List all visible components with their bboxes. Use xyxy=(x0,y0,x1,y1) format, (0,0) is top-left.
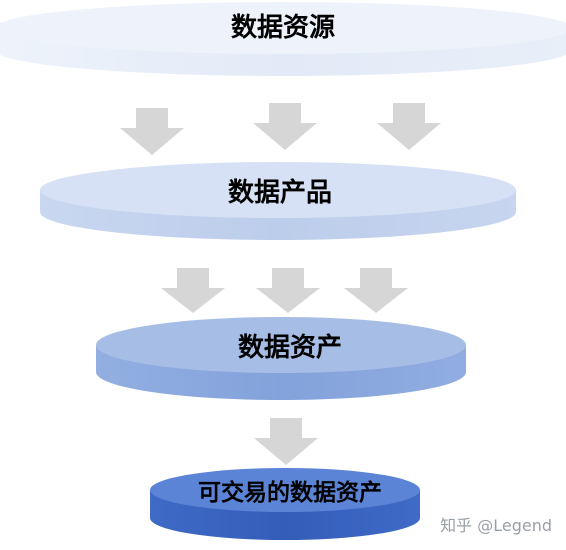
down-arrow-icon xyxy=(256,268,320,313)
down-arrow-icon xyxy=(161,268,225,313)
down-arrow-icon xyxy=(254,418,318,465)
layer-data-resources-label: 数据资源 xyxy=(231,13,335,43)
arrow-row-3 xyxy=(254,418,318,465)
down-arrow-icon xyxy=(120,108,184,155)
layer-data-resources-top xyxy=(0,2,566,54)
layer-data-products: 数据产品 xyxy=(40,162,516,240)
down-arrow-icon xyxy=(344,268,408,313)
layer-data-assets-top xyxy=(96,317,466,373)
layer-data-resources: 数据资源 xyxy=(0,2,566,76)
layer-tradable-data-assets: 可交易的数据资产 xyxy=(150,468,420,540)
layer-data-assets-label: 数据资产 xyxy=(238,333,342,363)
down-arrow-icon xyxy=(253,103,317,150)
layer-tradable-data-assets-top xyxy=(150,468,420,512)
down-arrow-icon xyxy=(377,103,441,150)
layer-data-assets: 数据资产 xyxy=(96,317,466,400)
arrow-row-2 xyxy=(161,268,408,313)
layer-data-products-top xyxy=(40,162,516,218)
layer-tradable-data-assets-label: 可交易的数据资产 xyxy=(198,479,382,506)
arrow-row-1 xyxy=(120,103,441,155)
watermark-text: 知乎 @Legend xyxy=(440,516,552,535)
layer-data-products-label: 数据产品 xyxy=(228,178,332,208)
